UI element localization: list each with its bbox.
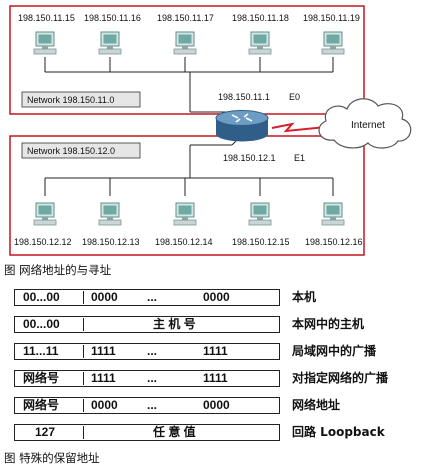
address-row: 网络号 1111 ... 1111 [14,370,280,387]
row-divider [83,345,84,358]
top-host-label: 198.150.11.19 [303,13,360,23]
top-network-label: Network 198.150.11.0 [27,95,114,105]
bottom-bus [44,136,334,196]
pc-icon [248,202,272,226]
top-network-frame [9,5,365,115]
host-part-end: 0000 [203,398,230,412]
host-part-end: 0000 [203,290,230,304]
host-part-start: 0000 [91,398,118,412]
bottom-network-label: Network 198.150.12.0 [27,146,115,156]
bottom-host-label: 198.150.12.12 [14,237,72,247]
address-row: 00...00 0000 ... 0000 [14,289,280,306]
caption-reserved-addresses: 图 特殊的保留地址 [4,451,100,465]
bottom-network-frame [9,135,365,256]
row-divider [83,372,84,385]
pc-icon [321,202,345,226]
top-host-label: 198.150.11.18 [232,13,289,23]
bottom-host-label: 198.150.12.15 [232,237,290,247]
network-part: 网络号 [23,398,60,412]
address-row: 00...00 主 机 号 [14,316,280,333]
top-host-label: 198.150.11.17 [157,13,214,23]
host-part-start: 0000 [91,290,118,304]
router-e0-iface: E0 [289,92,300,102]
address-row: 11...11 1111 ... 1111 [14,343,280,360]
internet-label: Internet [351,120,385,131]
network-part: 网络号 [23,371,60,385]
host-part-mid: ... [147,398,158,412]
pc-icon [98,31,122,55]
bottom-host-label: 198.150.12.13 [82,237,140,247]
router-icon [215,110,269,142]
router-e1-iface: E1 [294,153,305,163]
address-desc: 本网中的主机 [292,317,365,331]
bottom-host-label: 198.150.12.14 [155,237,213,247]
address-desc: 本机 [292,290,317,304]
router-e0-ip: 198.150.11.1 [218,92,270,102]
host-part-mid: ... [147,290,158,304]
pc-icon [248,31,272,55]
address-row: 127 任 意 值 [14,424,280,441]
address-desc: 回路 Loopback [292,425,385,439]
caption-network-addressing: 图 网络地址的与寻址 [4,263,112,277]
router-e1-ip: 198.150.12.1 [223,153,276,163]
pc-icon [98,202,122,226]
address-row: 网络号 0000 ... 0000 [14,397,280,414]
host-part-end: 1111 [203,344,228,358]
pc-icon [321,31,345,55]
pc-icon [173,202,197,226]
address-desc: 网络地址 [292,398,341,412]
bottom-host-label: 198.150.12.16 [305,237,363,247]
network-part: 127 [35,425,56,439]
pc-icon [33,202,57,226]
row-divider [83,291,84,304]
row-divider [83,399,84,412]
network-part: 00...00 [23,290,60,304]
top-network-label-box [21,91,141,108]
host-part-end: 1111 [203,371,228,385]
serial-link [271,122,327,133]
host-part-mid: 任 意 值 [153,425,196,439]
host-part-mid: ... [147,371,158,385]
pc-icon [33,31,57,55]
network-part: 00...00 [23,317,60,331]
address-desc: 对指定网络的广播 [292,371,389,385]
host-part-start: 1111 [91,344,116,358]
bottom-network-label-box [21,142,141,159]
host-part-mid: ... [147,344,158,358]
host-part-start: 1111 [91,371,116,385]
network-part: 11...11 [23,344,59,358]
internet-cloud-icon: Internet [318,98,412,149]
row-divider [83,426,84,439]
top-host-label: 198.150.11.16 [84,13,141,23]
top-bus [44,57,334,119]
host-part-mid: 主 机 号 [153,317,196,331]
row-divider [83,318,84,331]
top-host-label: 198.150.11.15 [18,13,75,23]
address-desc: 局域网中的广播 [292,344,377,358]
network-diagram: 198.150.11.15 198.150.11.16 198.150.11.1… [9,5,412,256]
pc-icon [173,31,197,55]
